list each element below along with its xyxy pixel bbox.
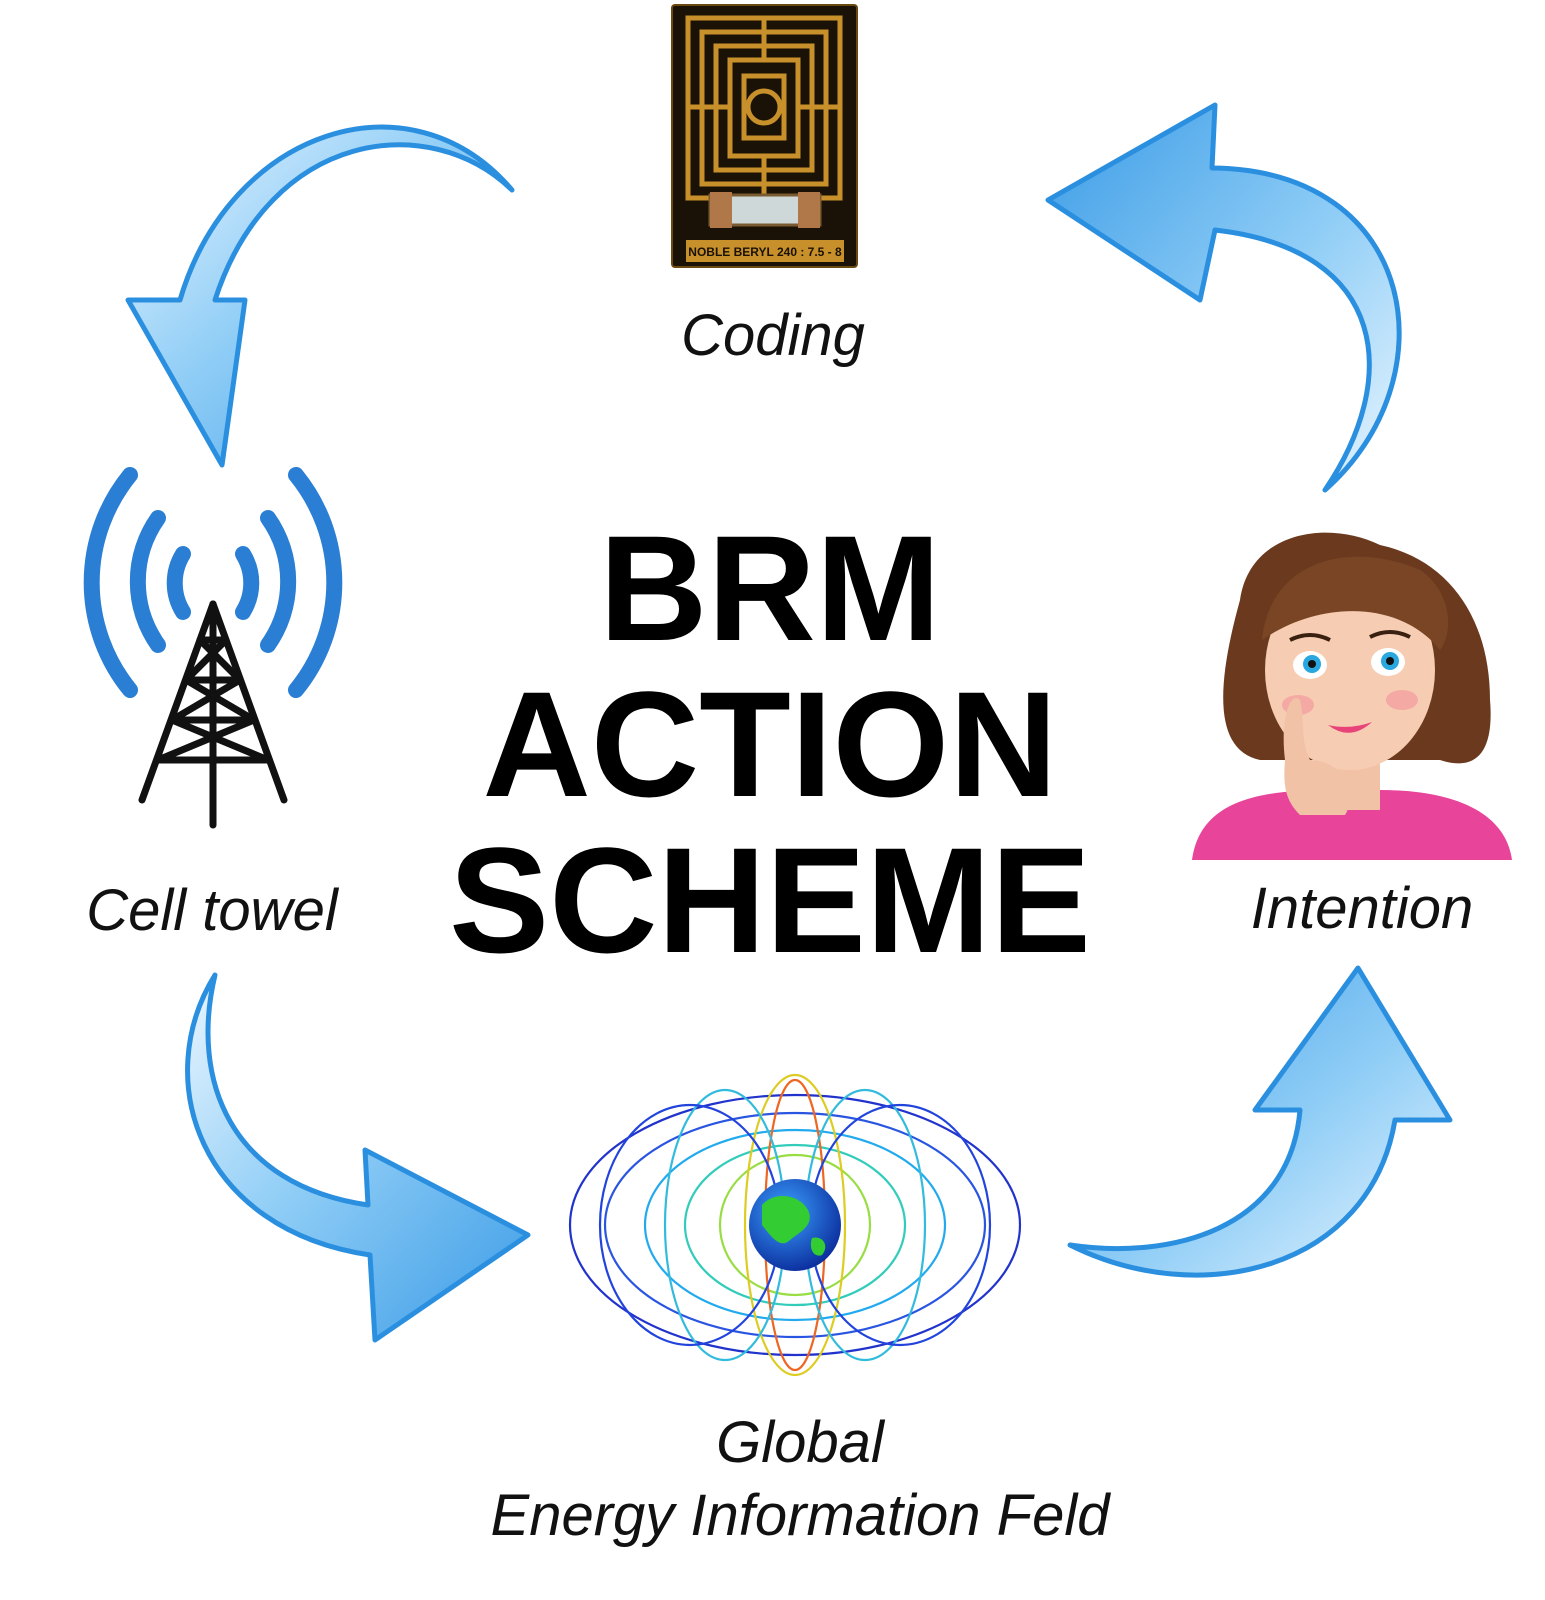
field-label-line2: Energy Information Feld (491, 1483, 1112, 1548)
title-line-2: ACTION (482, 660, 1058, 828)
arrow-intention-to-coding-icon (1045, 102, 1402, 493)
title-line-1: BRM (599, 504, 941, 672)
woman-thinking-icon (1192, 532, 1512, 860)
chip-text: NOBLE BERYL 240 : 7.5 - 8 (688, 245, 842, 259)
intention-label: Intention (1251, 876, 1474, 941)
title-line-3: SCHEME (449, 816, 1091, 984)
cell-tower-icon (83, 467, 343, 829)
arrow-coding-to-cell-icon (125, 124, 515, 468)
chip-icon: NOBLE BERYL 240 : 7.5 - 8 (671, 4, 858, 268)
arrow-field-to-intention-icon (1067, 965, 1453, 1278)
cell-tower-label: Cell towel (86, 878, 340, 943)
arrow-cell-to-field-icon (185, 972, 531, 1343)
field-label-line1: Global (716, 1410, 886, 1475)
globe-field-icon (568, 1073, 1022, 1377)
diagram-title: BRM ACTION SCHEME (360, 510, 1180, 978)
coding-label: Coding (681, 303, 865, 368)
